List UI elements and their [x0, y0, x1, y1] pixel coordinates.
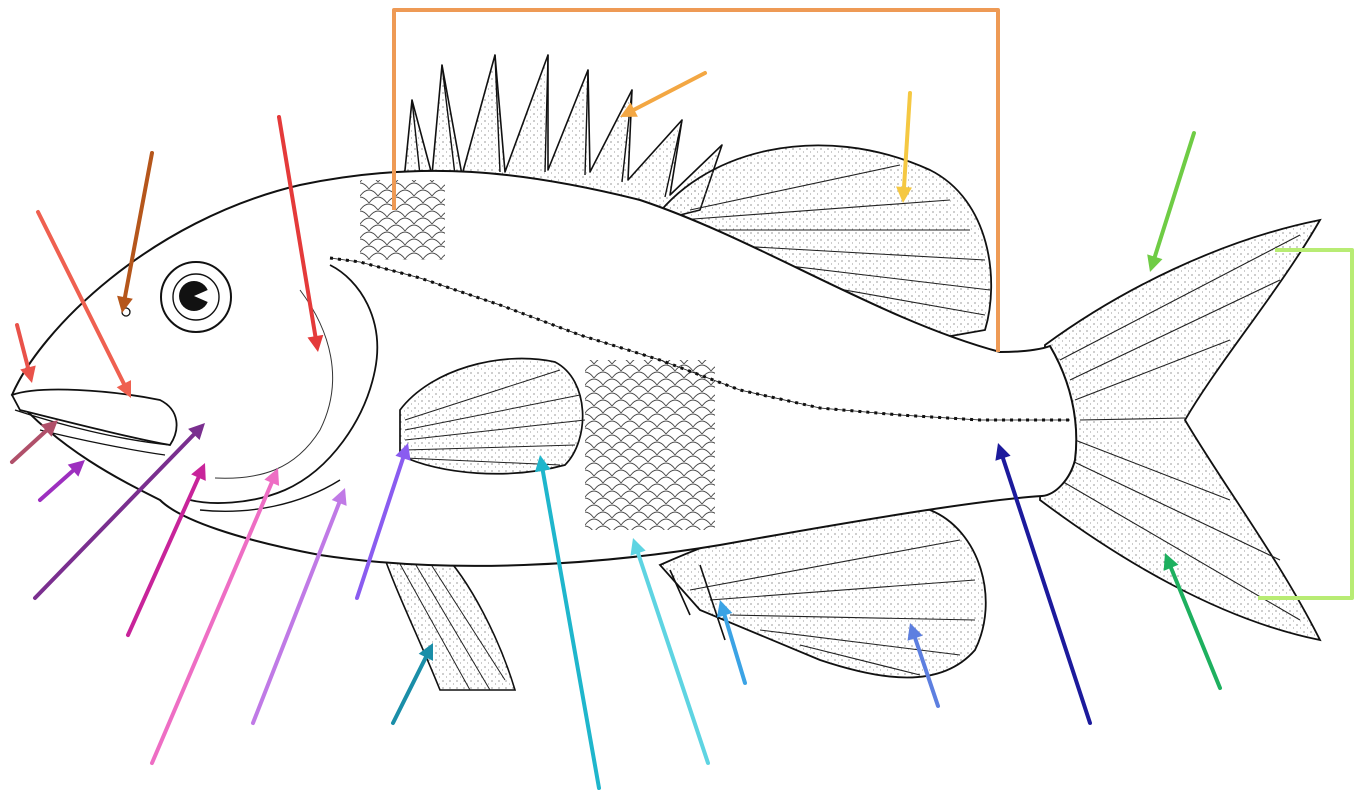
caudal-fin-bracket [1258, 250, 1352, 598]
pointer-arrow-lip [12, 420, 58, 462]
pointer-arrow-snout [17, 325, 36, 383]
eye [161, 262, 231, 332]
scale-patch-nape [360, 180, 445, 260]
pointer-arrow-spiny-dorsal-fin [620, 73, 705, 117]
pointer-arrow-chin [40, 460, 85, 500]
pointer-arrow-pelvic-fin [393, 643, 433, 723]
pointer-arrow-caudal-fin-upper [1147, 133, 1194, 272]
scale-patch-mid [585, 360, 715, 530]
caudal-fin [1040, 220, 1320, 640]
